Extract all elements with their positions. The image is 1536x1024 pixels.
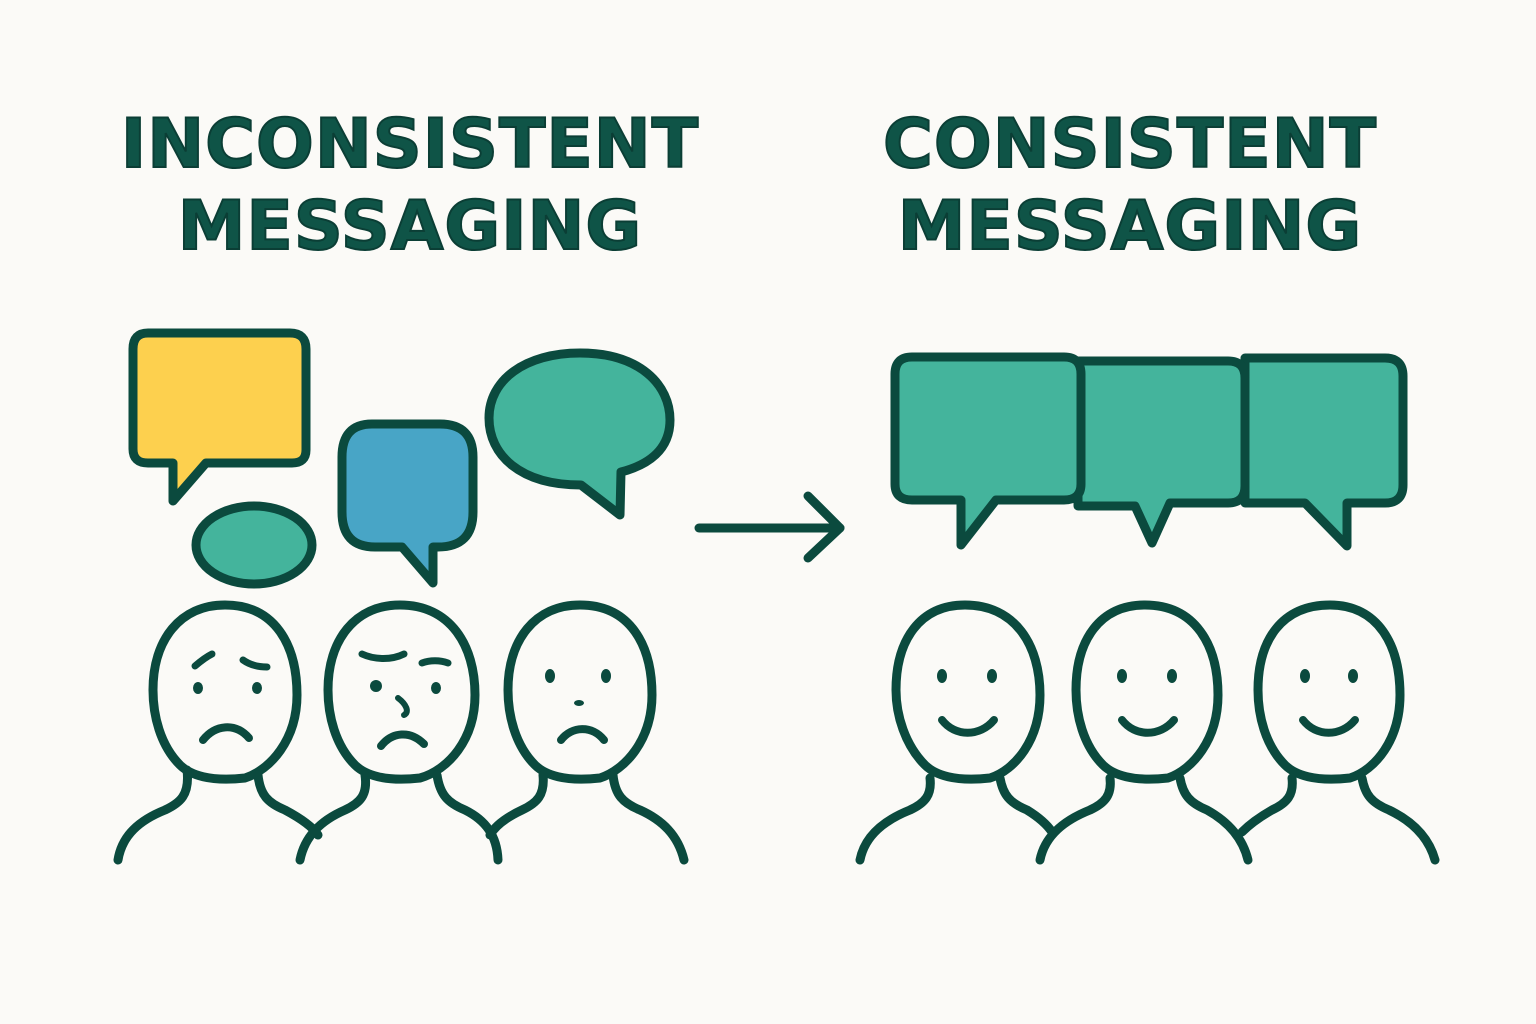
person-happy-3 bbox=[1237, 600, 1440, 865]
title-inconsistent-messaging: INCONSISTENT MESSAGING bbox=[110, 104, 710, 268]
consistent-bubble-3 bbox=[1240, 353, 1408, 551]
teal-ellipse-bubble-icon bbox=[484, 348, 675, 520]
blue-square-bubble-icon bbox=[337, 419, 478, 588]
person-happy-1 bbox=[855, 600, 1057, 865]
yellow-rectangle-bubble-icon bbox=[128, 328, 311, 506]
person-happy-2 bbox=[1035, 600, 1253, 865]
small-oval-bubble-icon bbox=[191, 501, 317, 589]
title-left-line1: INCONSISTENT bbox=[120, 104, 700, 185]
person-sad bbox=[485, 600, 689, 865]
consistent-bubble-1 bbox=[890, 352, 1086, 550]
title-right-line1: CONSISTENT bbox=[882, 104, 1377, 185]
title-right-line2: MESSAGING bbox=[897, 186, 1363, 267]
title-left-line2: MESSAGING bbox=[177, 186, 643, 267]
person-worried bbox=[113, 600, 323, 865]
title-consistent-messaging: CONSISTENT MESSAGING bbox=[830, 104, 1430, 268]
arrow-right-icon bbox=[694, 491, 845, 563]
consistent-bubble-2 bbox=[1073, 356, 1250, 548]
person-confused bbox=[295, 600, 503, 865]
